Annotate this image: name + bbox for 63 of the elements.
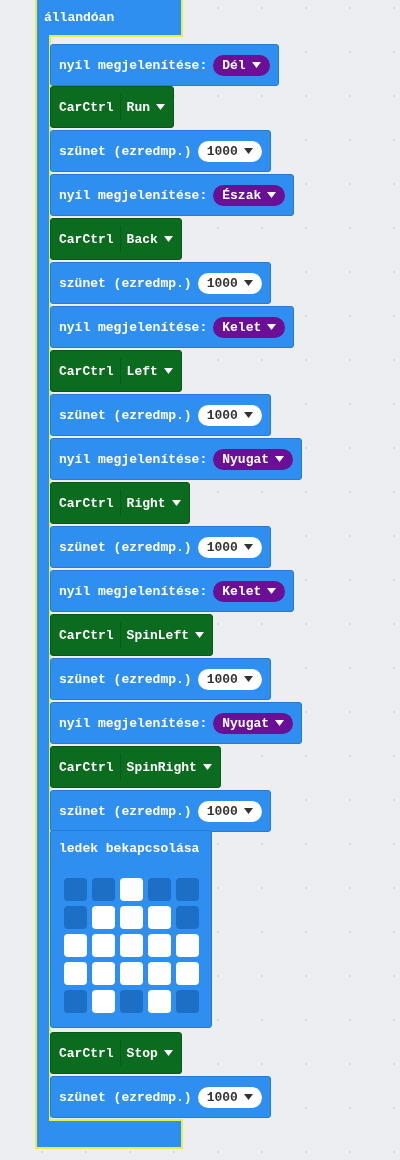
block-label: szünet (ezredmp.): [59, 803, 192, 819]
dropdown-value: Run: [126, 99, 150, 115]
dropdown-value: SpinLeft: [126, 627, 190, 643]
block-label: CarCtrl: [59, 495, 114, 511]
block-label: CarCtrl: [59, 231, 114, 247]
block-label: ledek bekapcsolása: [59, 841, 200, 856]
show-arrow-block: [50, 306, 295, 348]
pause-block: [50, 394, 271, 436]
car-control-block: [50, 746, 221, 788]
direction-dropdown: Dél: [213, 54, 270, 76]
car-control-block: [50, 1032, 182, 1074]
number-dropdown: 1000: [197, 800, 262, 822]
number-dropdown: 1000: [197, 536, 262, 558]
car-control-block: [50, 482, 190, 524]
number-dropdown: 1000: [197, 1086, 262, 1108]
pause-block: [50, 1076, 271, 1118]
show-arrow-block: [50, 44, 279, 86]
show-leds-block: [50, 830, 212, 1028]
block-label: szünet (ezredmp.): [59, 275, 192, 291]
pause-block: [50, 658, 271, 700]
pause-block: [50, 790, 271, 832]
number-dropdown: 1000: [197, 404, 262, 426]
direction-dropdown: Nyugat: [213, 712, 294, 734]
block-label: nyíl megjelenítése:: [59, 715, 208, 731]
direction-dropdown: Észak: [213, 184, 286, 206]
car-control-block: [50, 218, 182, 260]
block-label: szünet (ezredmp.): [59, 671, 192, 687]
pause-block: [50, 526, 271, 568]
show-arrow-block: [50, 570, 295, 612]
dropdown-value: SpinRight: [126, 759, 197, 775]
block-label: CarCtrl: [59, 627, 114, 643]
block-label: szünet (ezredmp.): [59, 143, 192, 159]
block-label: nyíl megjelenítése:: [59, 451, 208, 467]
block-label: nyíl megjelenítése:: [59, 583, 208, 599]
block-label: CarCtrl: [59, 99, 114, 115]
block-label: nyíl megjelenítése:: [59, 57, 208, 73]
block-label: nyíl megjelenítése:: [59, 187, 208, 203]
car-control-block: [50, 350, 182, 392]
number-dropdown: 1000: [197, 668, 262, 690]
dropdown-value: Right: [126, 495, 166, 511]
block-label: állandóan: [44, 10, 115, 25]
block-label: CarCtrl: [59, 363, 114, 379]
show-arrow-block: [50, 174, 295, 216]
show-arrow-block: [50, 438, 303, 480]
pause-block: [50, 262, 271, 304]
direction-dropdown: Kelet: [213, 580, 286, 602]
number-dropdown: 1000: [197, 140, 262, 162]
show-arrow-block: [50, 702, 303, 744]
block-label: szünet (ezredmp.): [59, 407, 192, 423]
block-label: CarCtrl: [59, 759, 114, 775]
block-label: szünet (ezredmp.): [59, 1089, 192, 1105]
direction-dropdown: Kelet: [213, 316, 286, 338]
dropdown-value: Left: [126, 363, 158, 379]
number-dropdown: 1000: [197, 272, 262, 294]
dropdown-value: Back: [126, 231, 158, 247]
car-control-block: [50, 614, 214, 656]
block-label: CarCtrl: [59, 1045, 114, 1061]
block-label: szünet (ezredmp.): [59, 539, 192, 555]
block-label: nyíl megjelenítése:: [59, 319, 208, 335]
pause-block: [50, 130, 271, 172]
car-control-block: [50, 86, 174, 128]
dropdown-value: Stop: [126, 1045, 158, 1061]
direction-dropdown: Nyugat: [213, 448, 294, 470]
